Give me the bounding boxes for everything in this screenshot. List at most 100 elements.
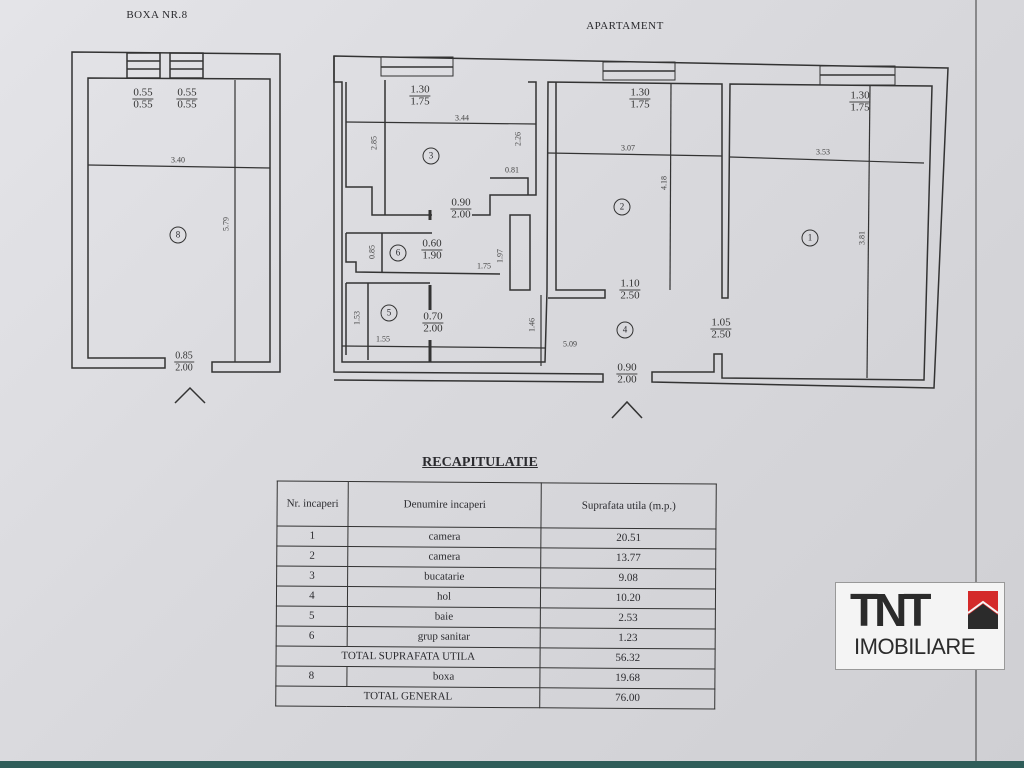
apartment-walls [333,55,949,419]
cell-area: 10.20 [540,587,716,610]
room-number-2: 2 [613,198,631,216]
header-area: Suprafata utila (m.p.) [541,482,717,530]
cell-nr: 3 [276,565,348,587]
door-width: 0.85 [174,350,194,363]
logo-brand: TNT [850,584,931,636]
door-width: 1.05 [710,316,732,330]
total-general-label: TOTAL GENERAL [275,685,541,708]
room-number-1: 1 [801,229,819,247]
dim-4-18: 4.18 [659,176,669,190]
boxa-width-dim: 3.40 [171,155,185,165]
cell-name: grup sanitar [347,626,541,648]
door-width: 1.10 [619,277,641,291]
door-height: 2.50 [711,328,731,341]
dim-1-55: 1.55 [376,334,390,344]
window-width: 1.30 [849,89,871,103]
window-height: 0.55 [177,98,197,111]
window-width: 1.30 [409,83,431,97]
cell-nr: 4 [276,585,348,607]
cell-nr: 6 [276,625,348,647]
cell-nr: 8 [275,665,347,687]
cell-name: camera [347,546,542,568]
window-height: 1.75 [630,98,650,111]
door-height: 2.50 [620,289,640,302]
door-width: 0.90 [450,196,472,210]
door-width: 0.70 [422,310,444,324]
window-height: 0.55 [133,98,153,111]
boxa-title: BOXA NR.8 [126,9,188,21]
house-icon [968,591,998,629]
dim-3-07: 3.07 [621,143,635,153]
door-width: 0.60 [421,237,443,251]
cell-name: camera [347,526,542,548]
boxa-walls [71,51,281,404]
door-width: 0.90 [616,361,638,375]
cell-area: 2.53 [540,607,716,630]
dim-1-46: 1.46 [527,318,537,332]
room-number-4: 4 [616,321,634,339]
recap-title: RECAPITULATIE [422,455,538,470]
recap-table: Nr. incaperi Denumire incaperi Suprafata… [275,480,717,710]
dim-0-81: 0.81 [505,165,519,175]
dim-2-85: 2.85 [369,136,379,150]
dim-5-09: 5.09 [563,339,577,349]
dim-0-85: 0.85 [367,245,377,259]
tnt-imobiliare-logo: TNT IMOBILIARE [835,582,1005,670]
cell-nr: 1 [276,525,348,547]
room-number-6: 6 [389,244,407,262]
dim-3-81: 3.81 [857,231,867,245]
header-nr: Nr. incaperi [276,480,349,527]
dim-3-53: 3.53 [816,147,830,157]
door-height: 2.00 [175,362,193,374]
cell-area: 19.68 [540,667,715,690]
cell-nr: 5 [276,605,348,627]
cell-name: hol [347,586,541,608]
total-util-label: TOTAL SUPRAFATA UTILA [275,645,541,668]
apartment-title: APARTAMENT [586,20,664,32]
window-height: 1.75 [410,95,430,108]
bottom-strip [0,761,1024,768]
boxa-length-dim: 5.79 [221,217,231,231]
door-height: 2.00 [423,322,443,335]
cell-nr: 2 [276,545,348,567]
door-height: 2.00 [617,373,637,386]
dim-2-26: 2.26 [513,132,523,146]
door-height: 1.90 [422,249,442,262]
total-general-value: 76.00 [540,687,715,710]
window-width: 0.55 [132,86,154,100]
room-number-3: 3 [422,147,440,165]
cell-name: baie [347,606,541,628]
total-util-value: 56.32 [540,647,716,670]
cell-name: bucatarie [347,566,542,588]
room-number-8: 8 [169,226,187,244]
dim-1-97: 1.97 [495,249,505,263]
cell-area: 9.08 [540,567,716,590]
cell-area: 20.51 [541,527,716,550]
cell-name: boxa [346,666,541,688]
window-height: 1.75 [850,101,870,114]
room-number-5: 5 [380,304,398,322]
header-name: Denumire incaperi [347,481,542,528]
dim-1-75: 1.75 [477,261,491,271]
door-height: 2.00 [451,208,471,221]
cell-area: 1.23 [540,627,716,650]
page-edge-line [975,0,977,768]
table-header-row: Nr. incaperi Denumire incaperi Suprafata… [276,480,717,530]
window-width: 0.55 [176,86,198,100]
cell-area: 13.77 [541,547,716,570]
window-width: 1.30 [629,86,651,100]
dim-1-53: 1.53 [352,311,362,325]
